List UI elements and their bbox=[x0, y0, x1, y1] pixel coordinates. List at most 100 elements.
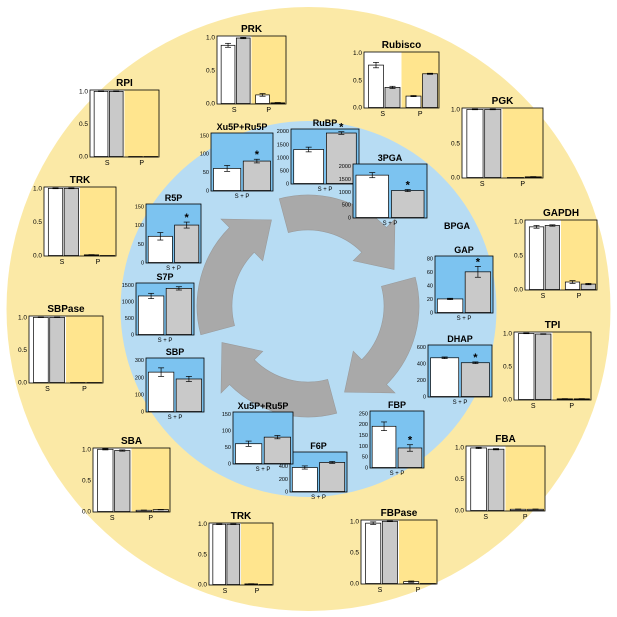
supernatant-white-bar bbox=[97, 448, 114, 512]
error-bar bbox=[447, 297, 454, 300]
supernatant-gray-bar bbox=[535, 333, 552, 400]
y-tick-label: 50 bbox=[203, 170, 209, 176]
x-label-pellet: P bbox=[82, 386, 87, 393]
error-bar bbox=[472, 361, 479, 364]
significance-marker: * bbox=[473, 352, 478, 364]
supernatant-white-bar bbox=[430, 357, 460, 397]
enzyme-name: FBPase bbox=[381, 508, 418, 519]
supernatant-white-bar bbox=[137, 295, 165, 335]
y-tick-label: 0.5 bbox=[198, 551, 207, 558]
x-label-supernatant-plus-pellet: S + P bbox=[390, 471, 405, 477]
supernatant-white-bar bbox=[528, 226, 545, 290]
y-tick-label: 1500 bbox=[277, 142, 289, 148]
x-label-supernatant-plus-pellet: S + P bbox=[383, 221, 398, 227]
plot-frame bbox=[232, 411, 294, 465]
y-tick-label: 1000 bbox=[122, 300, 134, 306]
x-label-supernatant-plus-pellet: S + P bbox=[168, 415, 183, 421]
x-label-supernatant: S bbox=[232, 107, 237, 114]
y-tick-label: 50 bbox=[225, 445, 231, 451]
error-bar bbox=[305, 146, 312, 153]
pellet-fraction-background bbox=[505, 446, 545, 511]
y-tick-label: 1.0 bbox=[198, 521, 207, 528]
error-bar bbox=[225, 42, 232, 48]
significance-marker: * bbox=[406, 180, 411, 192]
supernatant-white-bar bbox=[33, 316, 49, 383]
error-bar bbox=[102, 448, 109, 451]
pellet-gray-bar bbox=[174, 224, 200, 263]
metabolite-name: FBP bbox=[388, 400, 406, 410]
significance-marker: * bbox=[255, 149, 260, 161]
cycle-arrow bbox=[344, 276, 420, 394]
significance-marker: * bbox=[339, 122, 344, 134]
error-bar bbox=[158, 367, 165, 377]
plot-frame bbox=[43, 186, 117, 257]
error-bar bbox=[148, 292, 155, 299]
enzyme-name: TRK bbox=[70, 175, 91, 186]
plot-frame bbox=[360, 519, 438, 585]
pellet-fraction-background bbox=[552, 332, 591, 400]
enzyme-name: PGK bbox=[492, 96, 514, 107]
plot-frame bbox=[216, 35, 287, 105]
y-tick-label: 0.5 bbox=[18, 347, 27, 354]
pellet-fraction-background bbox=[131, 448, 170, 512]
plot-frame bbox=[289, 451, 348, 493]
y-tick-label: 200 bbox=[279, 477, 288, 483]
significance-marker: * bbox=[185, 212, 190, 224]
plot-frame bbox=[208, 522, 274, 586]
y-tick-label: 100 bbox=[200, 152, 209, 158]
y-tick-label: 0.0 bbox=[451, 175, 460, 182]
error-bar bbox=[474, 266, 481, 278]
y-tick-label: 2000 bbox=[277, 129, 289, 135]
error-bar bbox=[240, 37, 247, 40]
x-label-pellet: P bbox=[139, 160, 144, 167]
y-tick-label: 0.5 bbox=[455, 476, 464, 483]
x-label-pellet: P bbox=[569, 403, 574, 410]
error-bar bbox=[585, 283, 592, 286]
y-tick-label: 2000 bbox=[339, 164, 351, 170]
x-label-supernatant: S bbox=[480, 181, 485, 188]
plot-frame bbox=[135, 282, 195, 336]
y-tick-label: 300 bbox=[135, 358, 144, 364]
y-tick-label: 0 bbox=[206, 189, 209, 195]
supernatant-white-bar bbox=[355, 174, 389, 218]
pellet-white-bar bbox=[405, 95, 422, 108]
y-tick-label: 50 bbox=[362, 455, 368, 461]
y-tick-label: 500 bbox=[125, 316, 134, 322]
y-tick-label: 1000 bbox=[339, 190, 351, 196]
pellet-fraction-background bbox=[399, 520, 437, 584]
enzyme-name: GAPDH bbox=[543, 208, 579, 219]
supernatant-gray-bar bbox=[114, 450, 131, 512]
y-tick-label: 250 bbox=[359, 411, 368, 417]
y-tick-label: 0 bbox=[141, 410, 144, 416]
supernatant-gray-bar bbox=[384, 87, 401, 108]
significance-marker: * bbox=[408, 435, 413, 447]
y-tick-label: 1.0 bbox=[503, 330, 512, 337]
error-bar bbox=[441, 356, 448, 359]
x-label-supernatant-plus-pellet: S + P bbox=[166, 266, 181, 272]
x-label-supernatant-plus-pellet: S + P bbox=[158, 338, 173, 344]
x-label-supernatant-plus-pellet: S + P bbox=[457, 316, 472, 322]
y-tick-label: 600 bbox=[417, 345, 426, 351]
error-bar bbox=[253, 158, 260, 164]
plot-frame bbox=[145, 357, 205, 413]
plot-frame bbox=[290, 128, 360, 185]
metabolite-name: Xu5P+Ru5P bbox=[217, 122, 268, 132]
pellet-gray-bar bbox=[86, 382, 102, 384]
y-tick-label: 1.0 bbox=[514, 218, 523, 225]
supernatant-gray-bar bbox=[487, 448, 505, 511]
x-label-pellet: P bbox=[520, 181, 525, 188]
metabolite-name: SBP bbox=[166, 347, 185, 357]
plot-frame bbox=[427, 344, 493, 398]
y-tick-label: 0.5 bbox=[514, 252, 523, 259]
